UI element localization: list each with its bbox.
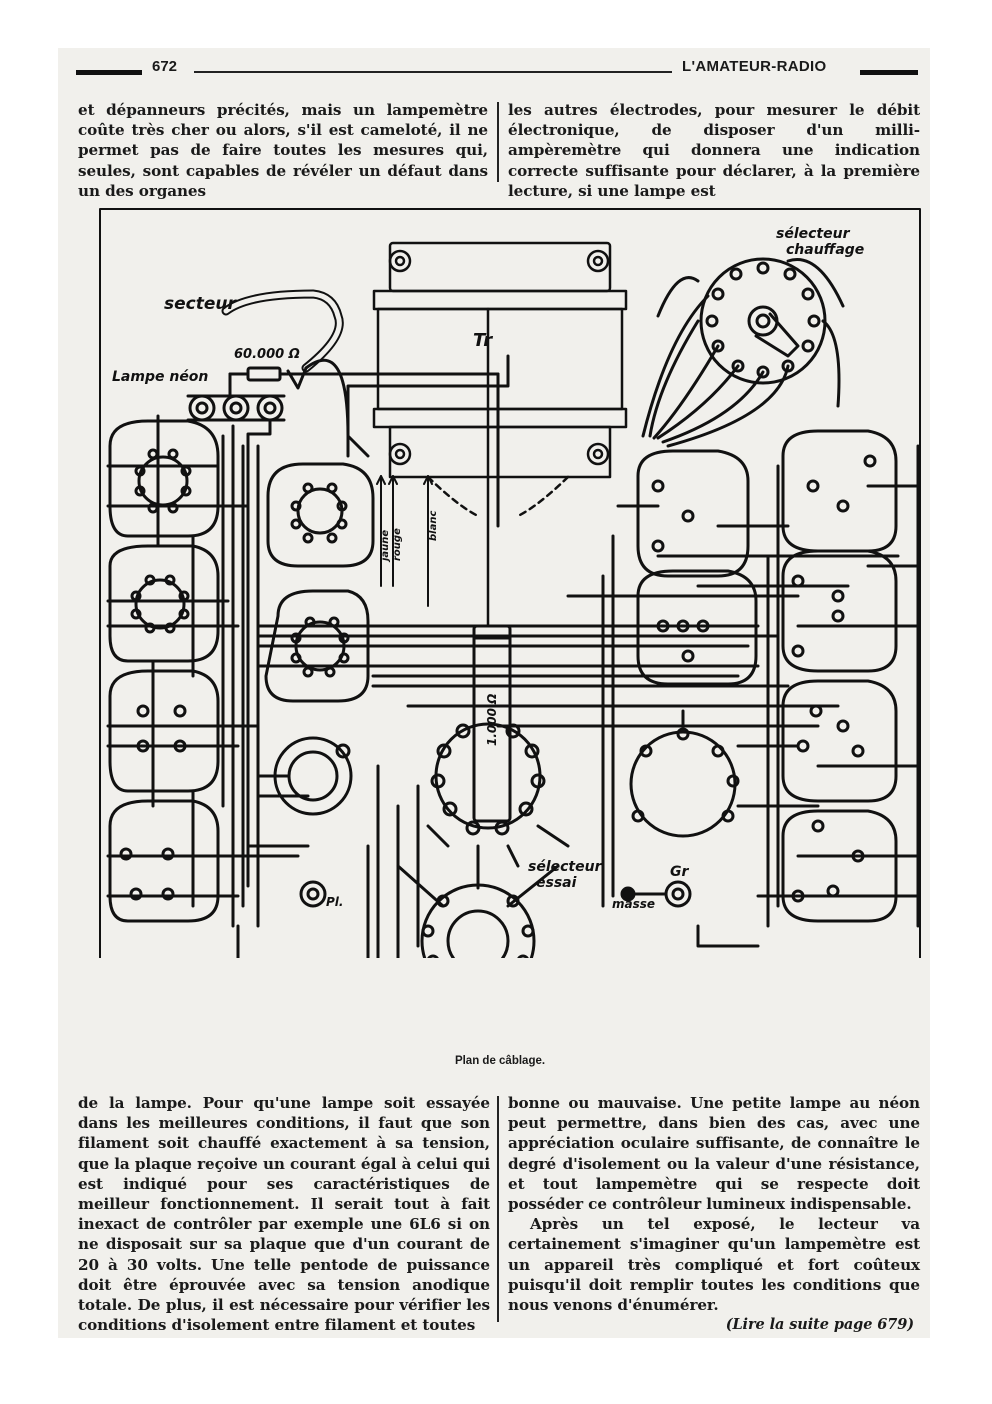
- label-selecteur-essai-1: sélecteur: [528, 859, 603, 875]
- column-divider-top: [497, 102, 499, 182]
- coloured-wires: [376, 475, 433, 607]
- diagram-frame: [99, 208, 921, 958]
- tube-sockets-mid-left: [246, 462, 375, 848]
- neon-lamp-and-resistor: [186, 366, 500, 468]
- label-masse: masse: [612, 897, 655, 911]
- page-number: 672: [152, 58, 178, 75]
- top-left-column: et dépanneurs précités, mais un lampemèt…: [78, 100, 488, 201]
- label-gr: Gr: [670, 864, 689, 880]
- bottom-left-column: de la lampe. Pour qu'une lampe soit essa…: [78, 1093, 490, 1335]
- header-left-bar: [76, 70, 142, 75]
- transformer: [372, 241, 628, 628]
- diagram-caption: Plan de câblage.: [454, 1055, 546, 1067]
- tube-sockets-left: [106, 414, 300, 923]
- bottom-right-paragraph-2: Après un tel exposé, le lecteur va certa…: [508, 1215, 920, 1315]
- label-wire-rouge: rouge: [392, 528, 403, 561]
- test-selector-lower: [396, 864, 560, 958]
- top-right-column: les autres électrodes, pour mesurer le d…: [508, 100, 920, 201]
- column-divider-bottom: [497, 1096, 499, 1322]
- pl-jack: [299, 880, 327, 908]
- test-selector-upper: [426, 722, 570, 868]
- heater-selector-switch: [641, 257, 845, 448]
- page-header: 672 L'AMATEUR-RADIO: [70, 58, 920, 84]
- label-selecteur-chauffage-2: chauffage: [786, 242, 864, 258]
- header-right-bar: [860, 70, 918, 75]
- wiring-diagram: secteur 60.000 Ω Lampe néon Tr sélecteur…: [99, 208, 921, 958]
- label-wire-jaune: jaune: [380, 530, 391, 563]
- label-lampe-neon: Lampe néon: [112, 369, 208, 385]
- tube-sockets-right: [616, 429, 920, 948]
- label-secteur: secteur: [164, 294, 237, 314]
- tube-socket-centre-right: [629, 709, 820, 838]
- label-resistor-1000: 1.000 Ω: [485, 694, 499, 746]
- header-rule: [194, 71, 672, 73]
- bottom-right-column: bonne ou mauvaise. Une petite lampe au n…: [508, 1093, 920, 1335]
- label-resistor-60k: 60.000 Ω: [234, 347, 300, 362]
- resistor-1000-ohm: [472, 624, 512, 823]
- label-wire-blanc: blanc: [428, 511, 439, 541]
- gr-jack: [620, 880, 692, 908]
- label-transformer: Tr: [473, 330, 493, 351]
- magazine-title: L'AMATEUR-RADIO: [682, 58, 827, 75]
- label-selecteur-chauffage-1: sélecteur: [776, 226, 851, 242]
- label-selecteur-essai-2: essai: [536, 875, 577, 891]
- bottom-left-paragraph: de la lampe. Pour qu'une lampe soit essa…: [78, 1094, 490, 1335]
- bottom-right-paragraph-1: bonne ou mauvaise. Une petite lampe au n…: [508, 1094, 920, 1214]
- resistor-60k: [246, 366, 282, 382]
- continued-note[interactable]: (Lire la suite page 679): [725, 1316, 914, 1334]
- top-right-paragraph: les autres électrodes, pour mesurer le d…: [508, 101, 920, 200]
- top-left-paragraph: et dépanneurs précités, mais un lampemèt…: [78, 101, 488, 200]
- label-pl: Pl.: [326, 895, 343, 909]
